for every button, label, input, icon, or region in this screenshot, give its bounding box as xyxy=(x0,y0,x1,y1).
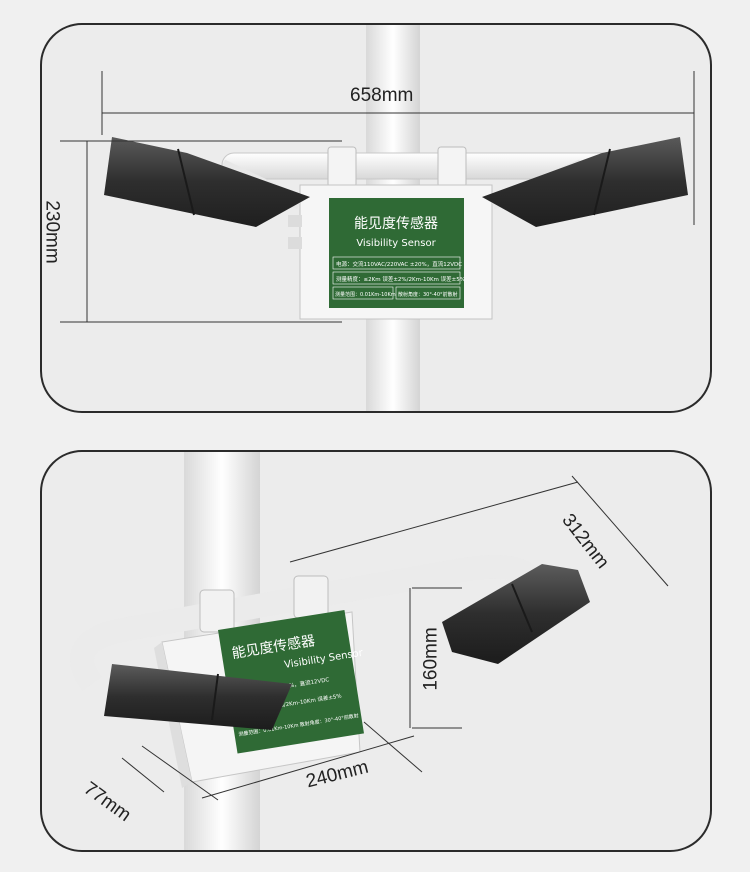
top-clamp-right xyxy=(437,146,467,188)
bottom-clamp-left xyxy=(199,589,235,633)
bottom-sensor-left xyxy=(104,664,292,730)
top-plate-spec3a: 测量范围：0.01Km-10Km xyxy=(335,291,396,298)
bottom-dimension-lines xyxy=(121,475,669,801)
bottom-curved-arm xyxy=(70,554,543,691)
top-plate-spec2: 测量精度：≤2Km 误差±2%/2Km-10Km 误差±5% xyxy=(336,275,465,283)
top-clamp-left xyxy=(327,146,357,188)
top-plate-spec1: 电源：交流110VAC/220VAC ±20%，直流12VDC xyxy=(336,260,462,268)
top-width-label: 658mm xyxy=(350,85,414,106)
top-plate-title-cn: 能见度传感器 xyxy=(354,215,438,232)
top-plate: 能见度传感器 Visibility Sensor 电源：交流110VAC/220… xyxy=(329,198,465,308)
bottom-clamp-right xyxy=(293,575,329,619)
top-dimension-lines xyxy=(60,71,695,323)
bottom-box-height-label: 160mm xyxy=(420,627,442,691)
top-plate-spec3b: 散射角度：30°-40°前散射 xyxy=(398,291,458,298)
top-view-panel: 能见度传感器 Visibility Sensor 电源：交流110VAC/220… xyxy=(40,23,712,413)
top-view-illustration: 能见度传感器 Visibility Sensor 电源：交流110VAC/220… xyxy=(60,25,695,411)
top-plate-title-en: Visibility Sensor xyxy=(356,238,436,249)
bottom-view-panel: 能见度传感器 Visibility Sensor 0%，直流12VDC ±2%/… xyxy=(40,450,712,852)
top-sensor-right xyxy=(482,137,688,227)
bottom-sensor-right xyxy=(442,564,590,664)
top-sensor-left xyxy=(104,137,310,227)
bottom-view-illustration: 能见度传感器 Visibility Sensor 0%，直流12VDC ±2%/… xyxy=(70,452,669,850)
top-height-label: 230mm xyxy=(41,200,63,264)
